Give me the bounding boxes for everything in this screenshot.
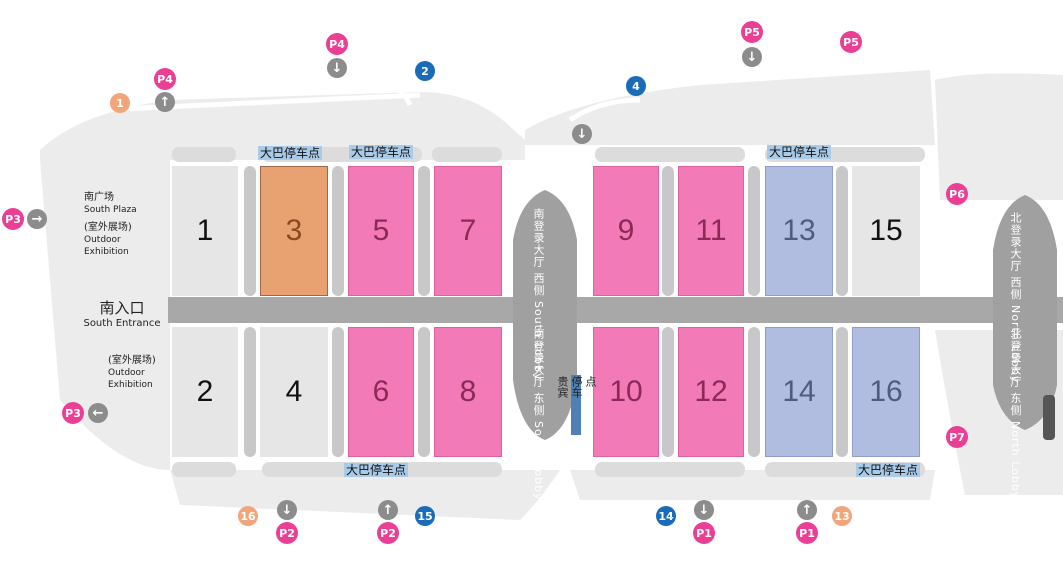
hall-4-label: 4	[285, 375, 303, 408]
arrow-down-icon-center[interactable]: ↓	[572, 124, 592, 144]
hall-14-label: 14	[782, 375, 816, 408]
south-plaza-en: South Plaza	[84, 205, 137, 215]
site-roads	[99, 57, 936, 123]
north-lobby-west-label: 北登录大厅 西侧 North Lobby	[1007, 212, 1023, 383]
hall-13-label: 13	[782, 214, 816, 247]
bus-parking-label-north-3: 大巴停车点	[258, 146, 323, 160]
parking-p5-left[interactable]: P5	[741, 21, 763, 43]
south-lobby-shape	[513, 190, 577, 440]
hall-10-label: 10	[609, 375, 643, 408]
parking-p1-left[interactable]: P1	[693, 522, 715, 544]
arrow-down-icon-p5[interactable]: ↓	[742, 47, 762, 67]
north-structure	[1043, 395, 1055, 440]
south-plaza-cn: 南广场	[84, 192, 114, 203]
hall-8[interactable]: 8	[434, 327, 502, 457]
bus-parking-label-south-16: 大巴停车点	[856, 463, 921, 477]
outdoor-exhibition-south-en1: Outdoor	[108, 368, 145, 378]
south-lobby-east-label: 南登录大厅 东侧 South Lobby	[532, 328, 545, 501]
parking-p5-right[interactable]: P5	[840, 31, 862, 53]
parking-p4-top[interactable]: P4	[326, 33, 348, 55]
hall-4[interactable]: 4	[260, 327, 328, 457]
hall-8-label: 8	[459, 375, 477, 408]
outdoor-exhibition-north-en2: Exhibition	[84, 247, 129, 257]
arrow-up-icon-p1-right[interactable]: ↑	[797, 500, 817, 520]
gate-13[interactable]: 13	[832, 506, 852, 526]
parking-p3-top[interactable]: P3	[2, 208, 24, 230]
hall-9[interactable]: 9	[593, 166, 659, 296]
hall-13[interactable]: 13	[765, 166, 833, 296]
hall-7-label: 7	[459, 214, 477, 247]
south-entrance-label: 南入口 South Entrance	[80, 297, 164, 329]
gate-15[interactable]: 15	[415, 506, 435, 526]
gate-14[interactable]: 14	[656, 506, 676, 526]
arrow-down-icon-p1-left[interactable]: ↓	[694, 500, 714, 520]
parking-p7[interactable]: P7	[946, 426, 968, 448]
hall-15[interactable]: 15	[852, 166, 920, 296]
bus-parking-label-north-5: 大巴停车点	[349, 145, 414, 159]
arrow-up-icon-p2-right[interactable]: ↑	[378, 500, 398, 520]
arrow-left-icon-p3[interactable]: ←	[88, 403, 108, 423]
vip-parking-line1: 贵宾	[556, 376, 569, 398]
outdoor-exhibition-south: (室外展场) Outdoor Exhibition	[108, 355, 156, 391]
hall-15-label: 15	[869, 214, 903, 247]
outdoor-exhibition-south-en2: Exhibition	[108, 380, 153, 390]
hall-12-label: 12	[694, 375, 728, 408]
vip-parking-line3: 点	[584, 376, 597, 387]
north-lobby-east-label: 北登录大厅 东侧 North Lobby	[1009, 328, 1022, 500]
central-boulevard	[168, 297, 1063, 323]
separator-strips	[244, 166, 848, 457]
hall-12[interactable]: 12	[678, 327, 744, 457]
north-lobby-shape	[993, 195, 1057, 430]
parking-p1-right[interactable]: P1	[796, 522, 818, 544]
hall-5-label: 5	[372, 214, 390, 247]
site-grounds	[40, 70, 1063, 520]
arrow-up-icon-p4-left[interactable]: ↑	[155, 92, 175, 112]
parking-p2-left[interactable]: P2	[276, 522, 298, 544]
bus-parking-label-north-13: 大巴停车点	[767, 145, 832, 159]
hall-11-label: 11	[695, 214, 727, 247]
vip-parking-label: 贵宾 停车 点	[556, 376, 597, 398]
south-lobby-west-label: 南登录大厅 西侧 South Lobby	[530, 208, 546, 381]
parking-p6[interactable]: P6	[946, 183, 968, 205]
hall-1[interactable]: 1	[172, 166, 238, 296]
arrow-down-icon-p4-top[interactable]: ↓	[327, 58, 347, 78]
arrow-right-icon-p3[interactable]: →	[27, 209, 47, 229]
vip-parking-line2: 停车	[570, 376, 583, 398]
hall-2[interactable]: 2	[172, 327, 238, 457]
south-entrance-cn: 南入口	[99, 299, 145, 317]
parking-p4-left[interactable]: P4	[154, 68, 176, 90]
south-entrance-en: South Entrance	[83, 318, 161, 329]
gate-1[interactable]: 1	[110, 93, 130, 113]
vip-parking-strip	[571, 375, 581, 435]
hall-3-label: 3	[285, 214, 303, 247]
hall-9-label: 9	[617, 214, 635, 247]
hall-6[interactable]: 6	[348, 327, 414, 457]
hall-5[interactable]: 5	[348, 166, 414, 296]
hall-14[interactable]: 14	[765, 327, 833, 457]
outdoor-exhibition-north-cn: (室外展场)	[84, 222, 132, 233]
hall-6-label: 6	[372, 375, 390, 408]
bus-parking-label-south-6: 大巴停车点	[344, 463, 409, 477]
hall-11[interactable]: 11	[678, 166, 744, 296]
hall-1-label: 1	[196, 214, 214, 247]
outdoor-exhibition-north-en1: Outdoor	[84, 235, 121, 245]
hall-7[interactable]: 7	[434, 166, 502, 296]
hall-16-label: 16	[869, 375, 903, 408]
gate-4[interactable]: 4	[626, 76, 646, 96]
gate-16[interactable]: 16	[238, 506, 258, 526]
parking-p2-right[interactable]: P2	[377, 522, 399, 544]
outdoor-exhibition-north: (室外展场) Outdoor Exhibition	[84, 222, 132, 258]
parking-p3-bottom[interactable]: P3	[62, 402, 84, 424]
south-plaza-label: 南广场 South Plaza	[84, 191, 137, 217]
hall-3[interactable]: 3	[260, 166, 328, 296]
arrow-down-icon-p2-left[interactable]: ↓	[277, 500, 297, 520]
gate-2[interactable]: 2	[415, 61, 435, 81]
outdoor-exhibition-south-cn: (室外展场)	[108, 355, 156, 366]
hall-2-label: 2	[196, 375, 214, 408]
hall-16[interactable]: 16	[852, 327, 920, 457]
hall-10[interactable]: 10	[593, 327, 659, 457]
